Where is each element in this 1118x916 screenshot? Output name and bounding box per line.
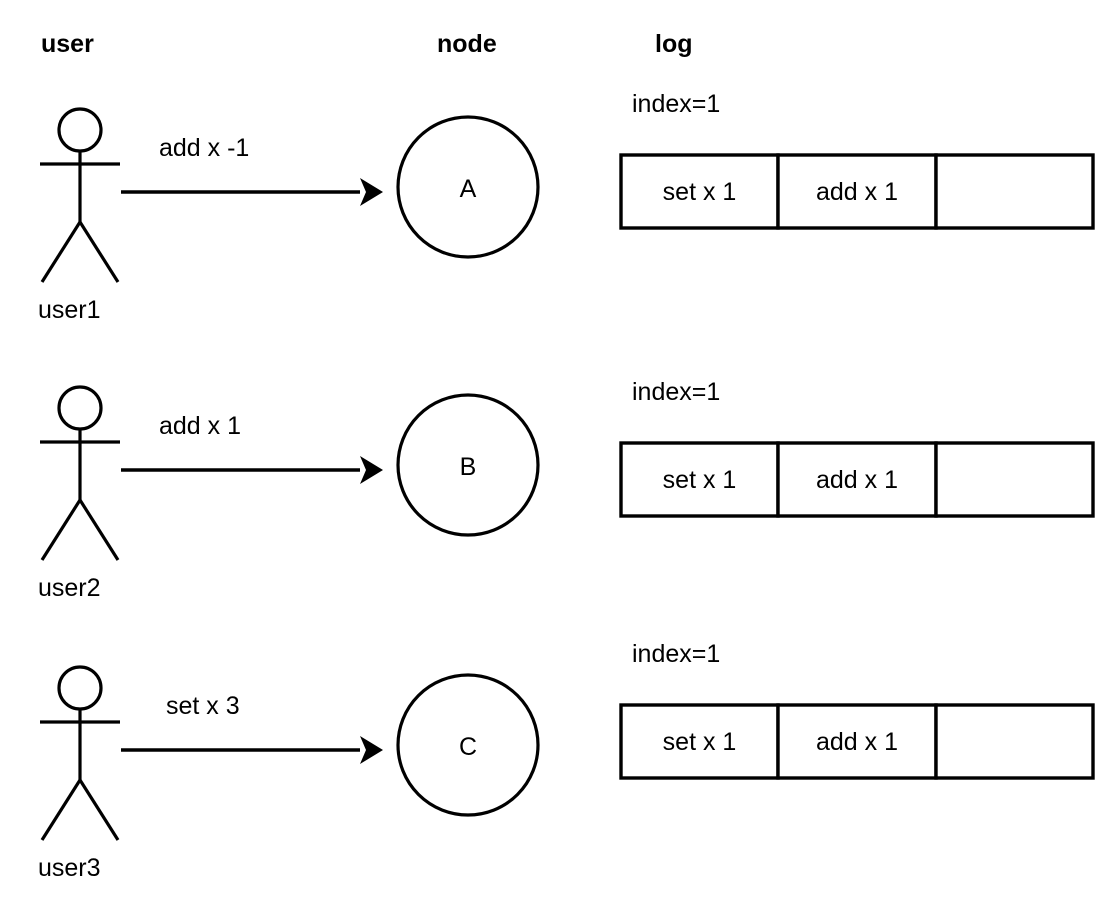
log-entry-label: set x 1	[663, 178, 737, 206]
diagram-row: user1 add x -1 A index=1 set x 1 add x 1	[38, 90, 1095, 324]
column-header-node: node	[437, 30, 497, 58]
actor-label: user1	[38, 296, 101, 324]
arrow-head-icon	[360, 736, 383, 764]
node-circle-group: B	[396, 393, 540, 537]
column-headers: user node log	[41, 30, 693, 58]
log-index-label: index=1	[632, 378, 720, 406]
column-header-user: user	[41, 30, 94, 58]
stick-figure-head-icon	[57, 107, 103, 153]
log-group: index=1 set x 1 add x 1	[619, 90, 1095, 230]
log-entry-cell	[776, 703, 938, 780]
actor-label: user2	[38, 574, 101, 602]
stick-figure-leg-left	[40, 221, 82, 283]
node-label: A	[460, 175, 477, 203]
log-group: index=1 set x 1 add x 1	[619, 378, 1095, 518]
log-entry-cell	[619, 153, 780, 230]
node-circle-group: C	[396, 673, 540, 817]
log-entry-cell-empty	[934, 703, 1095, 780]
arrow-head-icon	[360, 456, 383, 484]
log-entry-cell	[619, 441, 780, 518]
node-label: C	[459, 733, 477, 761]
stick-figure-icon	[40, 665, 120, 841]
log-entry-label: set x 1	[663, 466, 737, 494]
node-circle	[396, 393, 540, 537]
stick-figure-head-icon	[57, 665, 103, 711]
stick-figure-icon	[40, 107, 120, 283]
log-entry-cell	[776, 441, 938, 518]
stick-figure-icon	[40, 385, 120, 561]
node-circle-group: A	[396, 115, 540, 259]
message-label: add x -1	[159, 134, 249, 162]
message-arrow	[121, 456, 383, 484]
stick-figure-leg-right	[78, 221, 120, 283]
log-entry-cell-empty	[934, 153, 1095, 230]
log-entry-label: add x 1	[816, 466, 898, 494]
diagram-row: user3 set x 3 C index=1 set x 1 add x 1	[38, 640, 1095, 882]
stick-figure-leg-left	[40, 499, 82, 561]
stick-figure-leg-left	[40, 779, 82, 841]
node-circle	[396, 115, 540, 259]
node-label: B	[460, 453, 477, 481]
log-index-label: index=1	[632, 640, 720, 668]
diagram-row: user2 add x 1 B index=1 set x 1 add x 1	[38, 378, 1095, 602]
actor-label: user3	[38, 854, 101, 882]
log-entry-cell-empty	[934, 441, 1095, 518]
stick-figure-leg-right	[78, 499, 120, 561]
stick-figure-leg-right	[78, 779, 120, 841]
message-label: add x 1	[159, 412, 241, 440]
log-entry-label: add x 1	[816, 728, 898, 756]
message-arrow	[121, 178, 383, 206]
log-entry-label: set x 1	[663, 728, 737, 756]
log-group: index=1 set x 1 add x 1	[619, 640, 1095, 780]
message-label: set x 3	[166, 692, 240, 720]
log-index-label: index=1	[632, 90, 720, 118]
column-header-log: log	[655, 30, 693, 58]
stick-figure-head-icon	[57, 385, 103, 431]
message-arrow	[121, 736, 383, 764]
log-entry-label: add x 1	[816, 178, 898, 206]
arrow-head-icon	[360, 178, 383, 206]
node-circle	[396, 673, 540, 817]
